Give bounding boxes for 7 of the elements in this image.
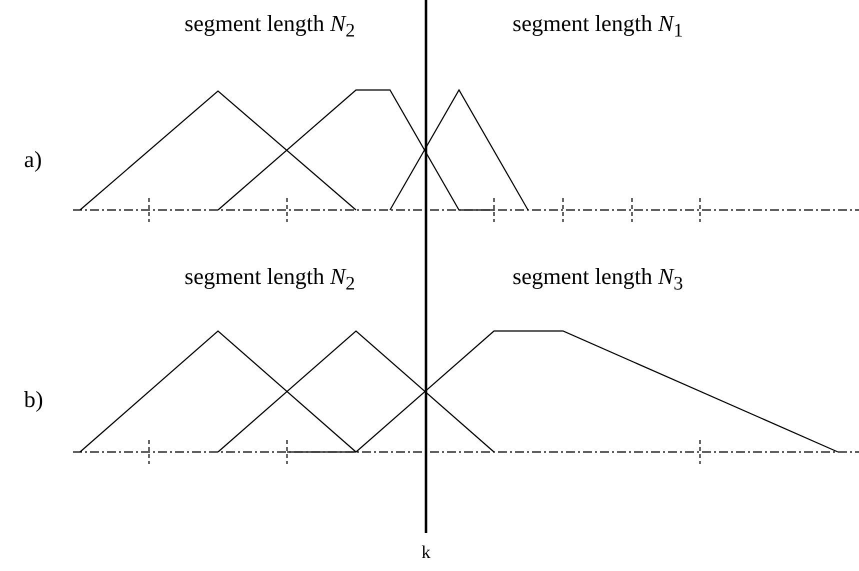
axis-label: k: [422, 543, 430, 561]
row-label: b): [24, 388, 44, 411]
segment-length-label: segment length N$_{2}$: [184, 265, 356, 294]
row-label: a): [24, 148, 42, 171]
segment-length-label: segment length N$_{1}$: [512, 12, 684, 41]
segment-length-label: segment length N$_{3}$: [512, 265, 684, 294]
segment-length-label: segment length N$_{2}$: [184, 12, 356, 41]
